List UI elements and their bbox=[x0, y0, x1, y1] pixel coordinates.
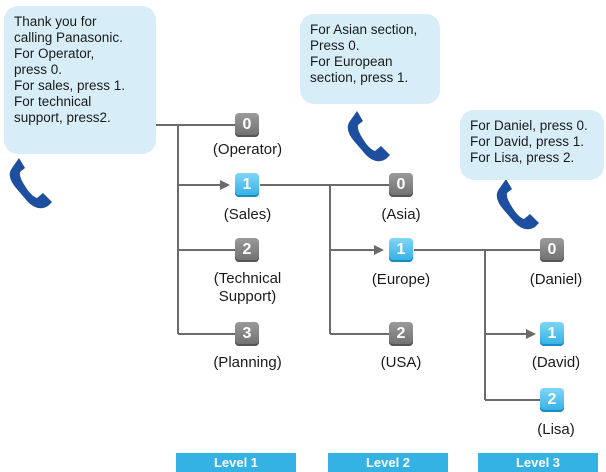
bubble-line: For technical bbox=[14, 94, 92, 109]
bubble-line: section, press 1. bbox=[310, 70, 409, 85]
key-planning: 3 bbox=[235, 322, 259, 346]
bubble-line: For David, press 1. bbox=[470, 134, 585, 149]
bubble-line: Thank you for bbox=[14, 14, 97, 29]
key-europe: 1 bbox=[389, 238, 413, 262]
greeting-bubble: Thank you for calling Panasonic. For Ope… bbox=[4, 6, 156, 154]
label-operator: (Operator) bbox=[212, 141, 283, 158]
phone-handset-icon bbox=[9, 158, 52, 209]
label-line: (Technical bbox=[213, 270, 282, 287]
key-operator: 0 bbox=[235, 113, 259, 137]
key-lisa: 2 bbox=[540, 388, 564, 412]
label-usa: (USA) bbox=[380, 354, 422, 371]
phone-handset-icon bbox=[347, 111, 390, 162]
level-2-bar: Level 2 bbox=[328, 453, 448, 472]
bubble-line: For European bbox=[310, 54, 393, 69]
level-3-bar: Level 3 bbox=[478, 453, 598, 472]
bubble-line: For Daniel, press 0. bbox=[470, 118, 588, 133]
label-asia: (Asia) bbox=[381, 206, 421, 223]
bubble-line: press 0. bbox=[14, 62, 63, 77]
label-europe: (Europe) bbox=[371, 271, 431, 288]
key-technical-support: 2 bbox=[235, 238, 259, 262]
key-daniel: 0 bbox=[540, 238, 564, 262]
bubble-line: calling Panasonic. bbox=[14, 30, 123, 45]
bubble-line: For sales, press 1. bbox=[14, 78, 126, 93]
key-usa: 2 bbox=[389, 322, 413, 346]
phone-handset-icon bbox=[496, 179, 539, 230]
label-sales: (Sales) bbox=[223, 206, 272, 223]
level-1-bar: Level 1 bbox=[176, 453, 296, 472]
bubble-line: Press 0. bbox=[310, 38, 360, 53]
label-lisa: (Lisa) bbox=[537, 421, 575, 438]
key-david: 1 bbox=[540, 322, 564, 346]
bubble-line: support, press2. bbox=[14, 110, 111, 125]
bubble-line: For Lisa, press 2. bbox=[470, 150, 575, 165]
label-daniel: (Daniel) bbox=[529, 271, 583, 288]
label-technical-support: (Technical Support) bbox=[200, 270, 295, 306]
key-sales: 1 bbox=[235, 173, 259, 197]
bubble-line: For Operator, bbox=[14, 46, 95, 61]
label-david: (David) bbox=[531, 354, 581, 371]
label-planning: (Planning) bbox=[213, 354, 282, 371]
bubble-line: For Asian section, bbox=[310, 22, 418, 37]
key-asia: 0 bbox=[389, 173, 413, 197]
region-bubble: For Asian section, Press 0. For European… bbox=[300, 14, 440, 104]
label-line: Support) bbox=[218, 288, 277, 305]
staff-bubble: For Daniel, press 0. For David, press 1.… bbox=[460, 110, 604, 180]
